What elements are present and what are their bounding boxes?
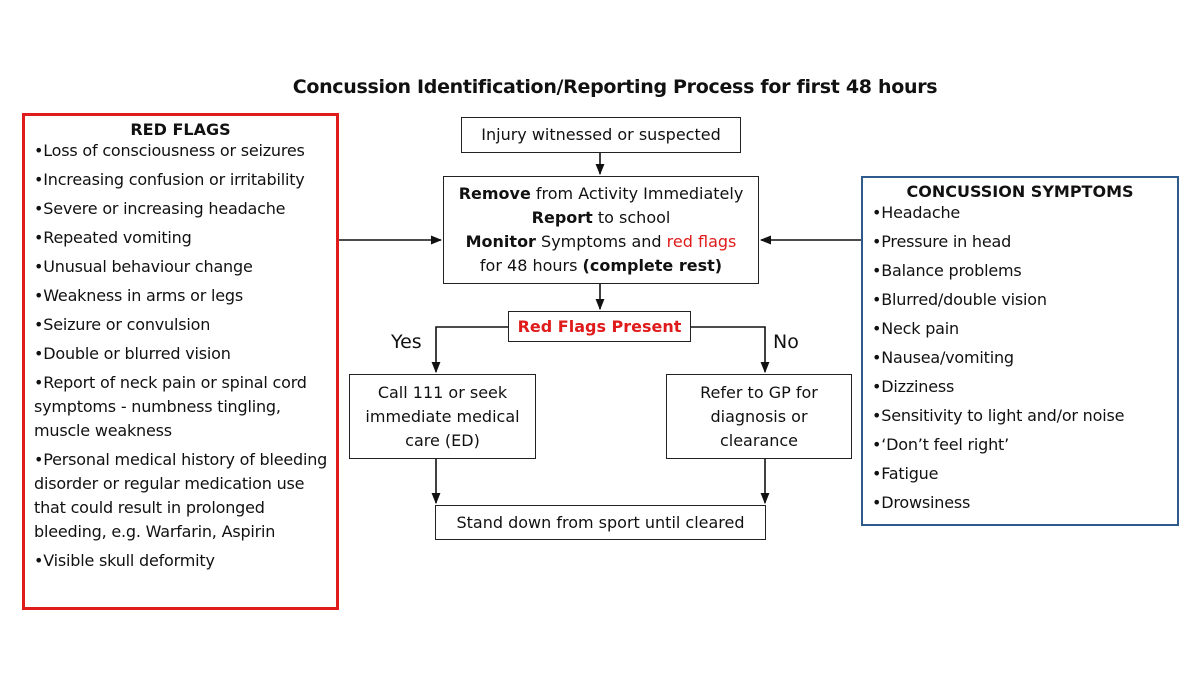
symptom-item: Pressure in head bbox=[872, 230, 1173, 254]
diagram-title: Concussion Identification/Reporting Proc… bbox=[292, 76, 938, 98]
symptom-item: Nausea/vomiting bbox=[872, 346, 1173, 370]
decision-box: Red Flags Present bbox=[508, 311, 691, 342]
monitor-line: Monitor Symptoms and red flags bbox=[466, 230, 737, 254]
gp-text: Refer to GP for diagnosis or clearance bbox=[700, 382, 818, 450]
red-flag-item: Increasing confusion or irritability bbox=[34, 168, 332, 192]
symptom-item: Balance problems bbox=[872, 259, 1173, 283]
red-flag-item: Visible skull deformity bbox=[34, 549, 332, 573]
remove-monitor-box: Remove from Activity Immediately Report … bbox=[443, 176, 759, 284]
rest-line: for 48 hours (complete rest) bbox=[480, 254, 722, 278]
symptoms-list: Headache Pressure in head Balance proble… bbox=[863, 201, 1177, 515]
report-line: Report to school bbox=[532, 206, 671, 230]
stand-down-text: Stand down from sport until cleared bbox=[456, 512, 745, 532]
red-flags-panel: RED FLAGS Loss of consciousness or seizu… bbox=[22, 113, 339, 610]
red-flag-item: Unusual behaviour change bbox=[34, 255, 332, 279]
remove-rest: from Activity Immediately bbox=[530, 184, 744, 203]
refer-gp-box: Refer to GP for diagnosis or clearance bbox=[666, 374, 852, 459]
injury-box: Injury witnessed or suspected bbox=[461, 117, 741, 153]
red-flag-item: Repeated vomiting bbox=[34, 226, 332, 250]
arrow-decision-yes bbox=[431, 326, 508, 374]
red-flags-list: Loss of consciousness or seizures Increa… bbox=[25, 139, 336, 573]
injury-text: Injury witnessed or suspected bbox=[481, 125, 721, 144]
symptom-item: Sensitivity to light and/or noise bbox=[872, 404, 1173, 428]
call-text: Call 111 or seek immediate medical care … bbox=[365, 382, 520, 450]
no-label: No bbox=[773, 331, 799, 353]
symptom-item: Dizziness bbox=[872, 375, 1173, 399]
red-flag-item: Personal medical history of bleeding dis… bbox=[34, 448, 332, 544]
monitor-red: red flags bbox=[666, 232, 737, 251]
report-bold: Report bbox=[531, 208, 593, 227]
red-flag-item: Double or blurred vision bbox=[34, 342, 332, 366]
remove-line: Remove from Activity Immediately bbox=[459, 182, 744, 206]
red-flags-heading: RED FLAGS bbox=[130, 120, 231, 139]
red-flag-item: Loss of consciousness or seizures bbox=[34, 139, 332, 163]
monitor-mid: Symptoms and bbox=[535, 232, 667, 251]
report-rest: to school bbox=[592, 208, 671, 227]
yes-label: Yes bbox=[391, 331, 422, 353]
rest-bold: (complete rest) bbox=[582, 256, 723, 275]
remove-bold: Remove bbox=[458, 184, 531, 203]
symptom-item: Fatigue bbox=[872, 462, 1173, 486]
decision-text: Red Flags Present bbox=[517, 316, 682, 336]
symptom-item: Drowsiness bbox=[872, 491, 1173, 515]
stand-down-box: Stand down from sport until cleared bbox=[435, 505, 766, 540]
red-flag-item: Severe or increasing headache bbox=[34, 197, 332, 221]
monitor-bold: Monitor bbox=[465, 232, 536, 251]
symptom-item: ‘Don’t feel right’ bbox=[872, 433, 1173, 457]
arrow-decision-no bbox=[691, 326, 770, 374]
rest-pre: for 48 hours bbox=[479, 256, 583, 275]
symptom-item: Headache bbox=[872, 201, 1173, 225]
symptoms-heading: CONCUSSION SYMPTOMS bbox=[906, 182, 1134, 201]
symptom-item: Neck pain bbox=[872, 317, 1173, 341]
call-111-box: Call 111 or seek immediate medical care … bbox=[349, 374, 536, 459]
symptom-item: Blurred/double vision bbox=[872, 288, 1173, 312]
symptoms-panel: CONCUSSION SYMPTOMS Headache Pressure in… bbox=[861, 176, 1179, 526]
red-flag-item: Weakness in arms or legs bbox=[34, 284, 332, 308]
red-flag-item: Seizure or convulsion bbox=[34, 313, 332, 337]
red-flag-item: Report of neck pain or spinal cord sympt… bbox=[34, 371, 332, 443]
